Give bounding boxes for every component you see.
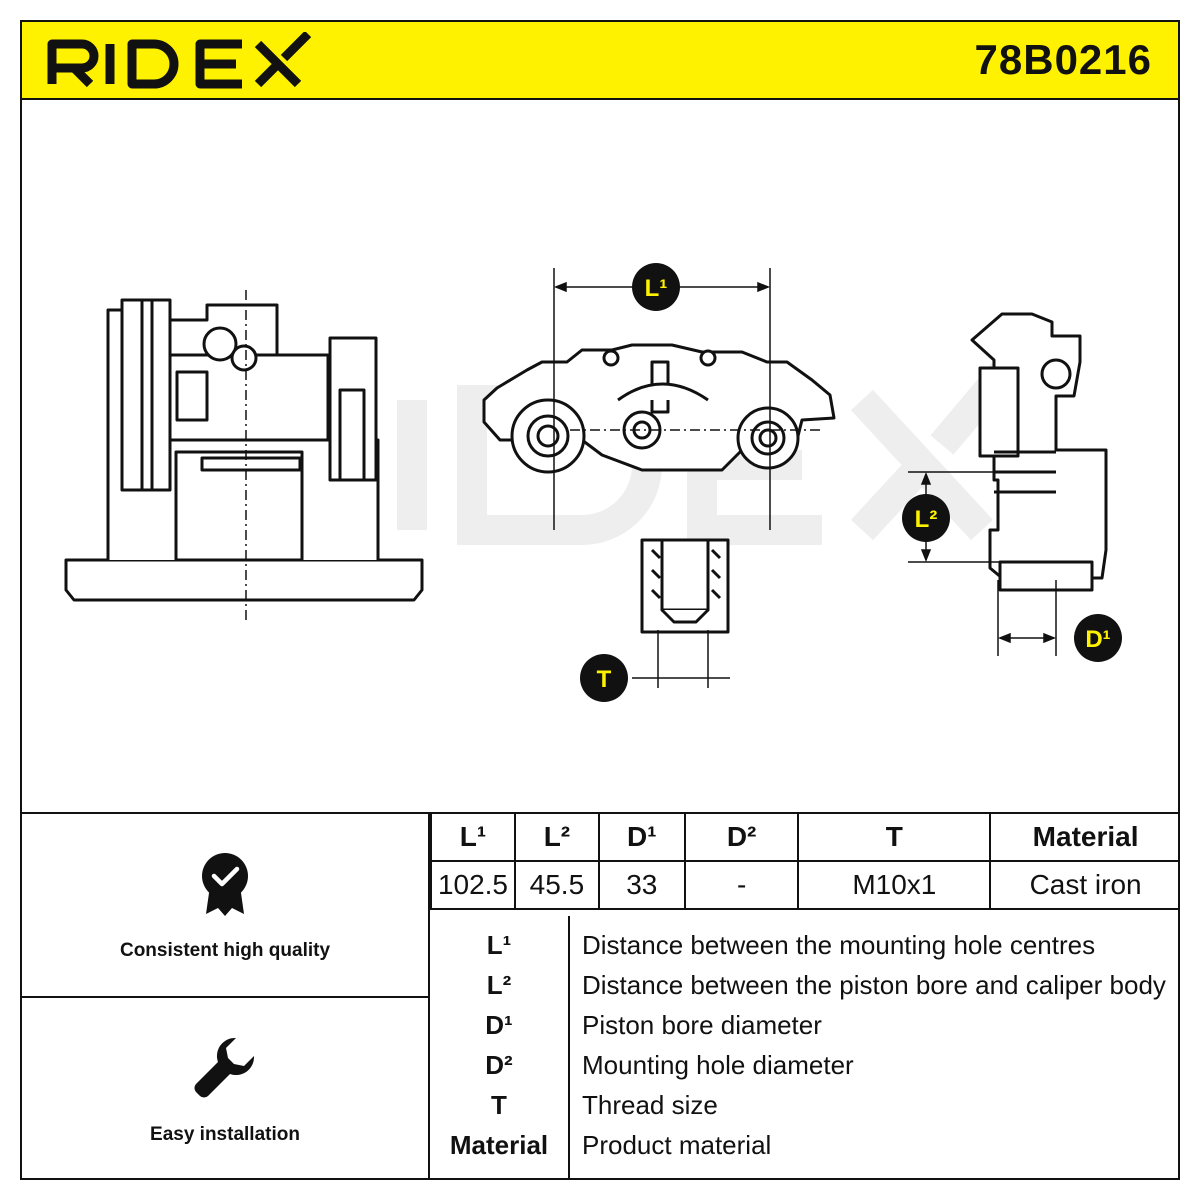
badge-l1: L¹ <box>632 263 680 311</box>
legend-row: L¹ Distance between the mounting hole ce… <box>430 930 1180 970</box>
legend-key: L² <box>486 970 512 1000</box>
label-l2: L² <box>915 506 938 533</box>
label-t: T <box>597 666 612 693</box>
header-bar: 78B0216 <box>20 20 1180 100</box>
feature-installation: Easy installation <box>20 998 430 1180</box>
legend-row: T Thread size <box>430 1090 1180 1130</box>
legend: L¹ Distance between the mounting hole ce… <box>430 916 1180 1180</box>
legend-key: D¹ <box>485 1010 513 1040</box>
spec-value-row: 102.5 45.5 33 - M10x1 Cast iron <box>430 860 1180 910</box>
caliper-side-view <box>482 343 836 474</box>
caliper-drawing: L¹ L² D¹ T <box>64 263 1122 702</box>
legend-text: Distance between the mounting hole centr… <box>582 930 1096 960</box>
features-column: Consistent high quality Easy installatio… <box>20 814 430 1180</box>
feature-quality: Consistent high quality <box>20 814 430 998</box>
caliper-front-view <box>64 298 424 602</box>
legend-key: Material <box>449 1130 549 1160</box>
part-number: 78B0216 <box>974 36 1152 83</box>
legend-text: Mounting hole diameter <box>582 1050 854 1080</box>
spec-value-d2: - <box>683 860 800 910</box>
wrench-icon <box>194 1037 255 1098</box>
legend-text: Distance between the piston bore and cal… <box>582 970 1166 1000</box>
spec-header-d2: D² <box>683 814 800 862</box>
badge-t: T <box>580 654 628 702</box>
spec-header-d1: D¹ <box>597 814 686 862</box>
technical-drawing: L¹ L² D¹ T <box>22 100 1178 812</box>
spec-header-l1: L¹ <box>430 814 516 862</box>
spec-value-d1: 33 <box>597 860 686 910</box>
spec-value-t: M10x1 <box>797 860 992 910</box>
spec-header-t: T <box>797 814 992 862</box>
feature-installation-label: Easy installation <box>150 1124 300 1145</box>
legend-key: T <box>491 1090 507 1120</box>
info-section: Consistent high quality Easy installatio… <box>20 812 1180 1180</box>
legend-row: L² Distance between the piston bore and … <box>430 970 1180 1010</box>
badge-d1: D¹ <box>1074 614 1122 662</box>
spec-value-material: Cast iron <box>989 860 1180 910</box>
legend-row: Material Product material <box>430 1130 1180 1170</box>
label-d1: D¹ <box>1085 626 1110 653</box>
legend-row: D¹ Piston bore diameter <box>430 1010 1180 1050</box>
spec-value-l1: 102.5 <box>430 860 516 910</box>
spec-header-material: Material <box>989 814 1180 862</box>
spec-header-l2: L² <box>513 814 600 862</box>
legend-text: Product material <box>582 1130 772 1160</box>
legend-text: Piston bore diameter <box>582 1010 822 1040</box>
legend-text: Thread size <box>582 1090 718 1120</box>
caliper-rear-view <box>970 312 1108 592</box>
spec-header-row: L¹ L² D¹ D² T Material <box>430 814 1180 862</box>
quality-badge-icon <box>202 853 248 916</box>
spec-value-l2: 45.5 <box>513 860 600 910</box>
ridex-logo <box>47 32 312 89</box>
badge-l2: L² <box>902 494 950 542</box>
thread-insert-detail <box>640 538 730 634</box>
label-l1: L¹ <box>645 275 668 302</box>
legend-divider <box>568 916 570 1180</box>
feature-quality-label: Consistent high quality <box>119 940 331 961</box>
legend-row: D² Mounting hole diameter <box>430 1050 1180 1090</box>
legend-key: D² <box>485 1050 513 1080</box>
legend-key: L¹ <box>486 930 512 960</box>
spec-table: L¹ L² D¹ D² T Material 102.5 45.5 33 - M… <box>430 814 1180 910</box>
